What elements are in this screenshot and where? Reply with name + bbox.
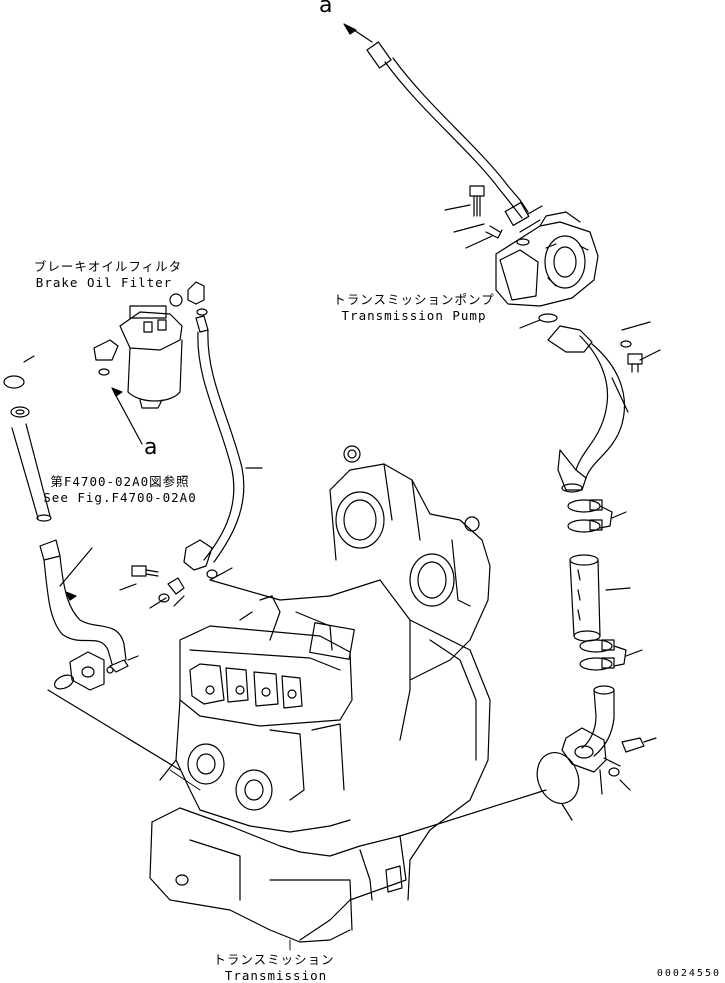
filter-hose: [184, 316, 262, 578]
see-fig-label-en: See Fig.F4700-02A0: [43, 490, 197, 505]
marker-a-filter: a: [144, 435, 158, 460]
left-elbow-pipe: [40, 540, 180, 770]
transmission-body: [150, 446, 490, 942]
mount-bolts: [120, 566, 280, 608]
brake-filter-label-jp: ブレーキオイルフィルタ: [33, 259, 183, 274]
transmission-label-en: Transmission: [224, 968, 328, 983]
hose-clamps-lower: [580, 640, 642, 670]
o-ring-pump: [539, 314, 557, 322]
transmission-pump: [496, 206, 598, 306]
pump-bolts: [445, 186, 529, 248]
brake-filter-label-en: Brake Oil Filter: [35, 275, 173, 290]
upper-hose: [344, 24, 529, 225]
lower-elbow-pipe: [562, 686, 656, 794]
right-suction-pipe: [548, 322, 660, 492]
transmission-label-jp: トランスミッション: [213, 952, 335, 967]
brake-oil-filter: [94, 282, 207, 444]
hose-clamps-upper: [568, 500, 626, 532]
rubber-hose: [570, 555, 630, 641]
see-fig-label-jp: 第F4700-02A0図参照: [50, 474, 190, 489]
marker-a-top: a: [319, 0, 333, 18]
pump-label-jp: トランスミッションポンプ: [333, 292, 495, 307]
pump-label-en: Transmission Pump: [341, 308, 487, 323]
gasket-right: [400, 747, 586, 836]
leader-lines: [170, 770, 290, 950]
document-number: 00024550: [656, 968, 721, 979]
left-tube: [4, 356, 51, 521]
